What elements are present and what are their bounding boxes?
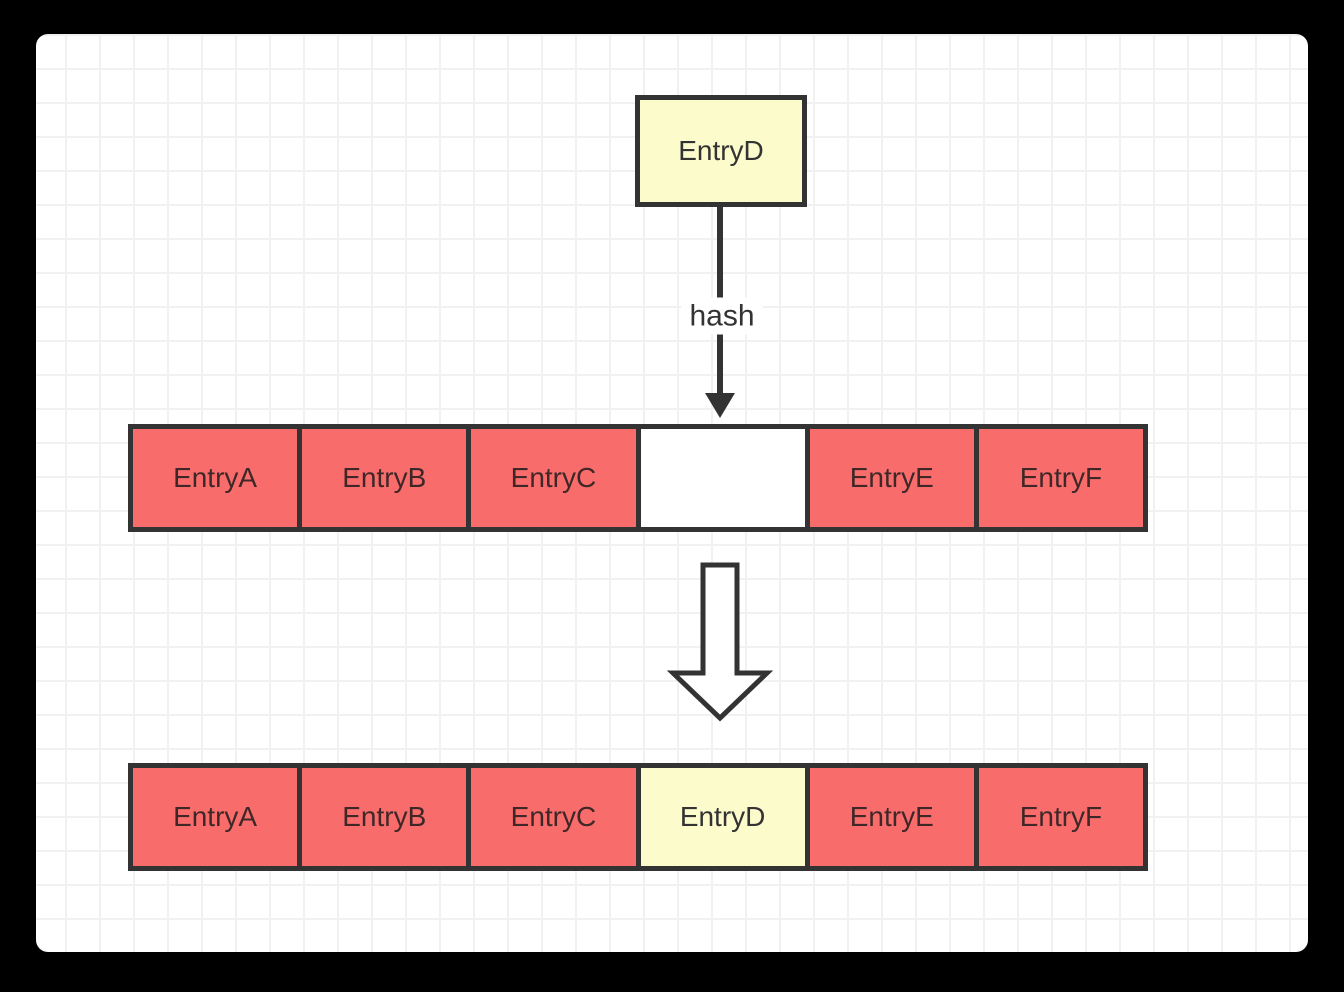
- cell-label: EntryE: [849, 801, 934, 832]
- cell-label: EntryC: [510, 801, 597, 832]
- after-cell-entryb[interactable]: EntryB: [297, 768, 467, 866]
- after-cell-entrya[interactable]: EntryA: [133, 768, 298, 866]
- after-cell-entrye[interactable]: EntryE: [804, 768, 974, 866]
- after-cell-entryd[interactable]: EntryD: [635, 768, 805, 866]
- entryd-source-node[interactable]: EntryD: [635, 95, 807, 207]
- bucket-row-before: EntryA EntryB EntryC EntryE EntryF: [128, 424, 1148, 532]
- before-cell-entrya[interactable]: EntryA: [133, 429, 298, 527]
- cell-label: EntryE: [849, 462, 934, 493]
- after-cell-entryf[interactable]: EntryF: [973, 768, 1144, 866]
- diagram-canvas[interactable]: EntryD hash EntryA EntryB EntryC EntryE …: [36, 34, 1308, 952]
- hash-edge-arrowhead-icon: [705, 393, 735, 418]
- before-cell-entryb[interactable]: EntryB: [297, 429, 467, 527]
- before-cell-entrye[interactable]: EntryE: [804, 429, 974, 527]
- cell-label: EntryA: [173, 462, 258, 493]
- bucket-row-after: EntryA EntryB EntryC EntryD EntryE Entry…: [128, 763, 1148, 871]
- before-cell-entryf[interactable]: EntryF: [973, 429, 1144, 527]
- after-cell-entryc[interactable]: EntryC: [466, 768, 636, 866]
- before-cell-entryc[interactable]: EntryC: [466, 429, 636, 527]
- before-cell-empty-slot[interactable]: [635, 429, 805, 527]
- cell-label: EntryF: [1019, 801, 1103, 832]
- cell-label: EntryF: [1019, 462, 1103, 493]
- cell-label: EntryB: [342, 462, 427, 493]
- cell-label: EntryB: [342, 801, 427, 832]
- cell-label: EntryD: [679, 801, 766, 832]
- entryd-source-label: EntryD: [678, 135, 764, 166]
- hash-edge-label: hash: [681, 297, 763, 335]
- cell-label: EntryC: [510, 462, 597, 493]
- cell-label: EntryA: [173, 801, 258, 832]
- transform-down-arrow-icon[interactable]: [666, 558, 776, 728]
